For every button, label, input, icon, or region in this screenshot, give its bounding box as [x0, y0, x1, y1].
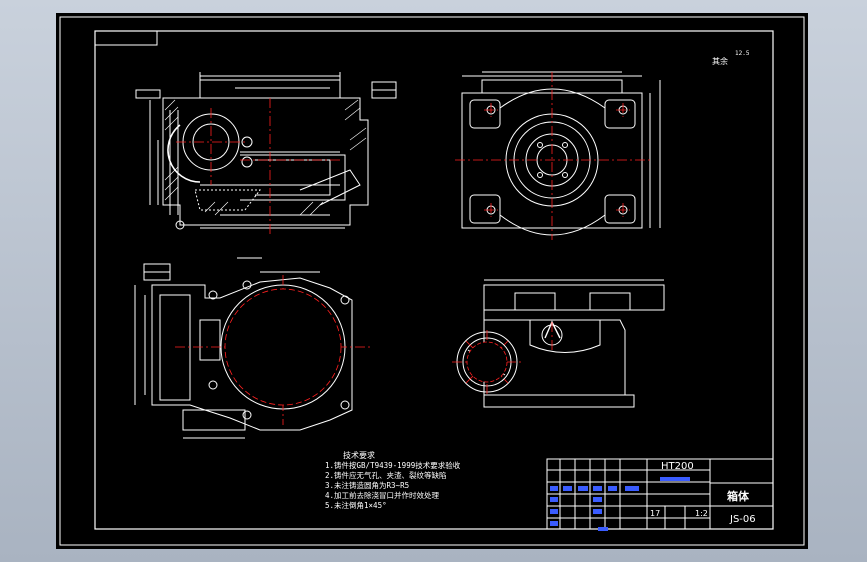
tech-req-item: 3.未注铸造圆角为R3~R5	[325, 481, 410, 490]
part-name: 箱体	[727, 490, 749, 503]
drawing-sheet	[56, 13, 808, 549]
roughness-symbol: 12.5	[735, 50, 750, 57]
title-block-blue-marks	[550, 477, 690, 531]
tech-req-item: 2.铸件应无气孔、夹渣、裂纹等缺陷	[325, 471, 447, 480]
technical-requirements: 技术要求 1.铸件按GB/T9439-1999技术要求验收 2.铸件应无气孔、夹…	[325, 450, 460, 511]
code-box-top-left	[94, 30, 158, 46]
front-view-centerlines	[176, 98, 340, 235]
title-block	[546, 458, 774, 530]
section-view-centerlines	[452, 322, 553, 395]
sheet-border-inner	[94, 30, 774, 530]
scale-value: 1:2	[695, 509, 708, 518]
tech-req-item: 4.加工前去除浇冒口并作时效处理	[325, 491, 440, 500]
tech-req-item: 5.未注倒角1×45°	[325, 501, 387, 510]
sheet-count: 17	[650, 509, 661, 518]
drawing-number: JS-06	[730, 514, 756, 525]
sheet-border-outer	[59, 16, 805, 546]
tech-req-title: 技术要求	[343, 451, 375, 460]
roughness-note: 其余	[712, 57, 728, 66]
front-view	[135, 72, 397, 230]
material-label: HT200	[661, 461, 694, 472]
top-view-centerlines	[455, 72, 650, 240]
tech-req-item: 1.铸件按GB/T9439-1999技术要求验收	[325, 461, 461, 470]
side-view-centerlines	[175, 275, 370, 425]
